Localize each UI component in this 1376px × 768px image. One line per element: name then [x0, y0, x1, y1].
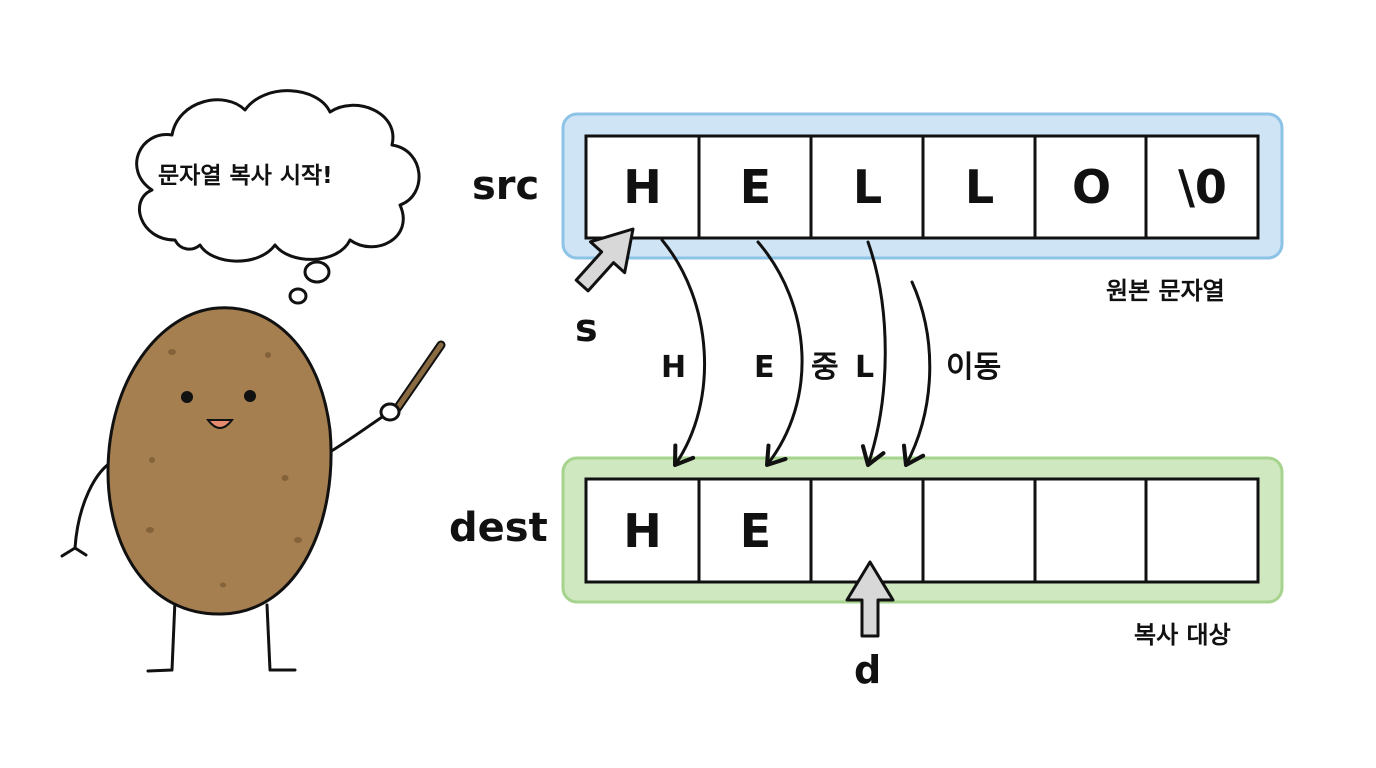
- flow-label-during: 중: [811, 350, 839, 385]
- copy-arrows: [660, 238, 932, 468]
- src-array: [561, 112, 1284, 260]
- cursor-arrow-icon: [574, 227, 635, 293]
- dest-pointer-arrow: [845, 560, 895, 638]
- copy-arrow-e: [756, 240, 804, 468]
- bubble-text: 문자열 복사 시작!: [158, 163, 333, 189]
- flow-label-e: E: [754, 350, 775, 385]
- potato-character: [60, 306, 446, 673]
- src-cell: L: [964, 160, 995, 214]
- dest-caption: 복사 대상: [1134, 621, 1231, 649]
- src-label: src: [472, 163, 540, 209]
- dest-pointer-label: d: [854, 648, 882, 692]
- flow-label-h: H: [661, 350, 687, 385]
- copy-arrow-h: [660, 238, 706, 468]
- flow-label-l: L: [855, 350, 875, 385]
- potato-right-eye: [244, 390, 256, 402]
- potato-body: [106, 306, 333, 616]
- src-caption: 원본 문자열: [1106, 277, 1225, 305]
- potato-mouth: [205, 419, 235, 429]
- src-cell: H: [623, 160, 662, 214]
- pointer-stick-fill: [389, 342, 444, 419]
- potato-left-eye: [181, 391, 193, 403]
- cursor-arrow-icon: [845, 560, 895, 638]
- src-cell: \0: [1178, 160, 1227, 214]
- src-pointer-arrow: [574, 227, 635, 293]
- potato-hand: [379, 402, 401, 422]
- src-cell: E: [739, 160, 772, 214]
- dest-array: [561, 456, 1284, 604]
- thought-cloud: [135, 89, 421, 263]
- copy-arrow-l2: [901, 280, 932, 468]
- dest-label: dest: [449, 505, 548, 551]
- thought-dot-small: [288, 287, 308, 305]
- potato-right-leg: [265, 603, 297, 672]
- copy-arrow-l1: [860, 240, 887, 468]
- thought-dot-large: [303, 260, 331, 284]
- src-cell: O: [1071, 160, 1112, 214]
- potato-right-arm: [323, 413, 387, 457]
- flow-label-moving: 이동: [946, 350, 1002, 385]
- src-cell: L: [852, 160, 883, 214]
- dest-cell: H: [623, 504, 662, 558]
- potato-spots: [146, 349, 302, 588]
- dest-cell-dividers: [697, 479, 1148, 582]
- src-cell-dividers: [697, 136, 1148, 238]
- dest-cell: E: [739, 504, 772, 558]
- src-pointer-label: s: [575, 306, 598, 350]
- potato-left-leg: [146, 598, 177, 673]
- thought-bubble: [135, 89, 421, 305]
